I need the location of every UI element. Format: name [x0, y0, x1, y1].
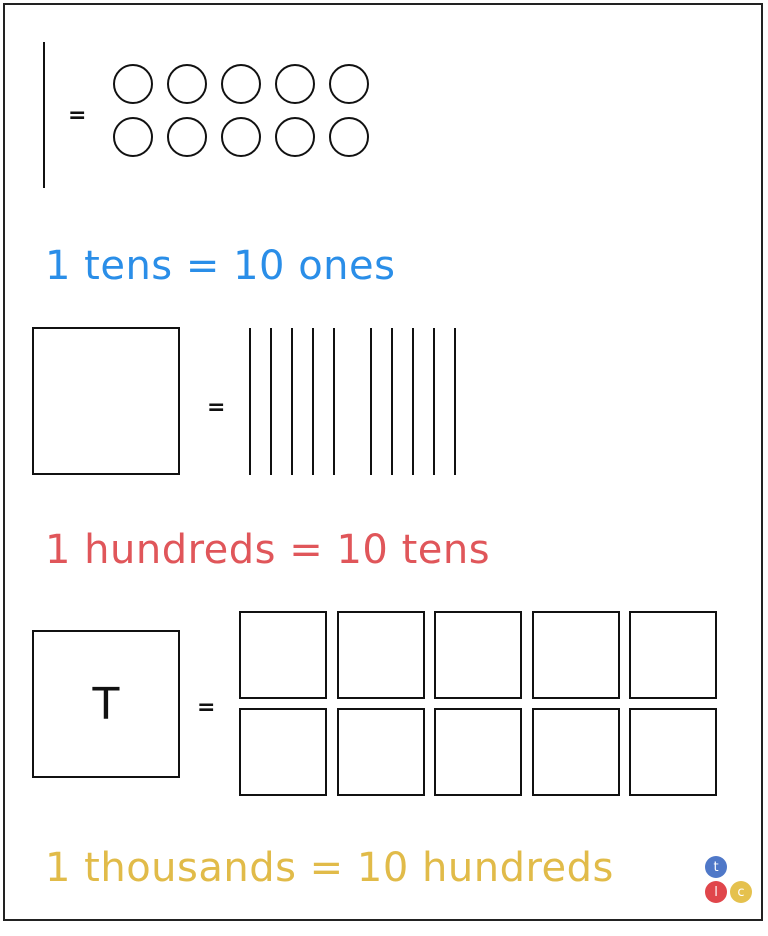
one-circle: [275, 64, 315, 104]
ten-rod-line: [391, 328, 393, 475]
hundred-square: [32, 327, 180, 475]
ten-rod-line: [333, 328, 335, 475]
logo-dot-l: l: [705, 881, 727, 903]
ten-rod-line: [370, 328, 372, 475]
hundred-square-small: [629, 611, 717, 699]
one-circle: [113, 64, 153, 104]
equals-sign-ones: =: [68, 103, 87, 128]
ten-rod-line: [312, 328, 314, 475]
one-circle: [113, 117, 153, 157]
hundred-square-small: [434, 611, 522, 699]
logo-dot-c: c: [730, 881, 752, 903]
one-circle: [221, 64, 261, 104]
one-circle: [329, 64, 369, 104]
one-circle: [167, 64, 207, 104]
thousand-label: T: [92, 678, 120, 730]
hundred-square-small: [531, 611, 620, 699]
worksheet-frame: = 1 tens = 10 ones = 1 hundreds = 10 ten…: [3, 3, 763, 921]
hundred-square-small: [336, 611, 425, 699]
ten-rod-line: [270, 328, 272, 475]
ten-rod-line: [249, 328, 251, 475]
one-circle: [329, 117, 369, 157]
caption-tens: 1 tens = 10 ones: [45, 243, 396, 289]
one-circle: [275, 117, 315, 157]
ten-rod: [43, 42, 45, 188]
equals-sign-tens: =: [207, 395, 226, 420]
hundred-square-small: [531, 708, 620, 796]
logo-dot-t: t: [705, 856, 727, 878]
ten-rod-line: [412, 328, 414, 475]
thousand-block: T: [32, 630, 180, 778]
caption-thousands: 1 thousands = 10 hundreds: [45, 845, 614, 891]
ten-rod-line: [291, 328, 293, 475]
hundred-square-small: [629, 708, 717, 796]
hundred-square-small: [434, 708, 522, 796]
one-circle: [167, 117, 207, 157]
hundred-square-small: [336, 708, 425, 796]
equals-sign-hundreds: =: [197, 695, 216, 720]
caption-hundreds: 1 hundreds = 10 tens: [45, 527, 491, 573]
one-circle: [221, 117, 261, 157]
ten-rod-line: [454, 328, 456, 475]
hundred-square-small: [239, 611, 327, 699]
hundred-square-small: [239, 708, 327, 796]
ten-rod-line: [433, 328, 435, 475]
